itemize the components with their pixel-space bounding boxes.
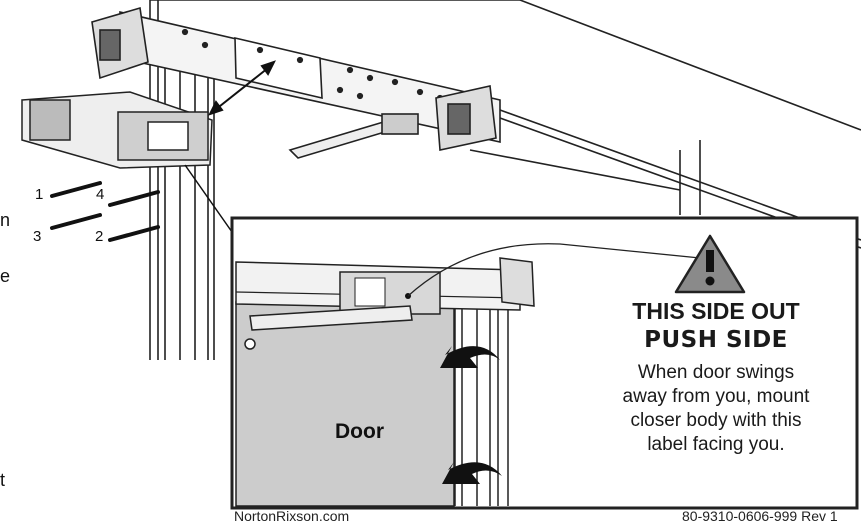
cut-text-3: t bbox=[0, 470, 6, 490]
screw-4 bbox=[108, 190, 160, 207]
label-heading-1: THIS SIDE OUT bbox=[632, 298, 800, 324]
screw-number-3: 3 bbox=[33, 228, 42, 245]
closer-mounting-rail bbox=[91, 6, 501, 151]
label-body-line: away from you, mount bbox=[622, 386, 810, 407]
cut-text-1: n bbox=[0, 210, 11, 230]
label-body-line: closer body with this bbox=[630, 410, 802, 431]
footer-website: NortonRixson.com bbox=[234, 508, 350, 524]
screws bbox=[50, 181, 160, 242]
closer-body bbox=[21, 91, 233, 233]
warning-triangle-icon bbox=[674, 234, 746, 294]
screw-number-1: 1 bbox=[35, 186, 44, 203]
detail-inset bbox=[230, 216, 859, 510]
door-panel bbox=[235, 301, 455, 507]
screw-2 bbox=[108, 225, 160, 242]
screw-1 bbox=[50, 181, 102, 198]
footer-part-number: 80-9310-0606-999 Rev 1 bbox=[682, 508, 838, 524]
closer-arm bbox=[288, 113, 419, 159]
label-body-line: When door swings bbox=[637, 362, 795, 383]
label-heading-2: PUSH SIDE bbox=[644, 327, 788, 353]
alignment-arrow bbox=[208, 60, 276, 116]
screw-number-4: 4 bbox=[96, 186, 105, 203]
screw-3 bbox=[50, 213, 102, 230]
cut-text-2: e bbox=[0, 266, 11, 286]
label-body-line: label facing you. bbox=[647, 434, 785, 455]
push-side-label: THIS SIDE OUT PUSH SIDE When door swings… bbox=[585, 298, 847, 457]
curved-arrow-icon bbox=[440, 346, 502, 484]
door-label: Door bbox=[335, 420, 384, 443]
screw-number-2: 2 bbox=[95, 228, 104, 245]
